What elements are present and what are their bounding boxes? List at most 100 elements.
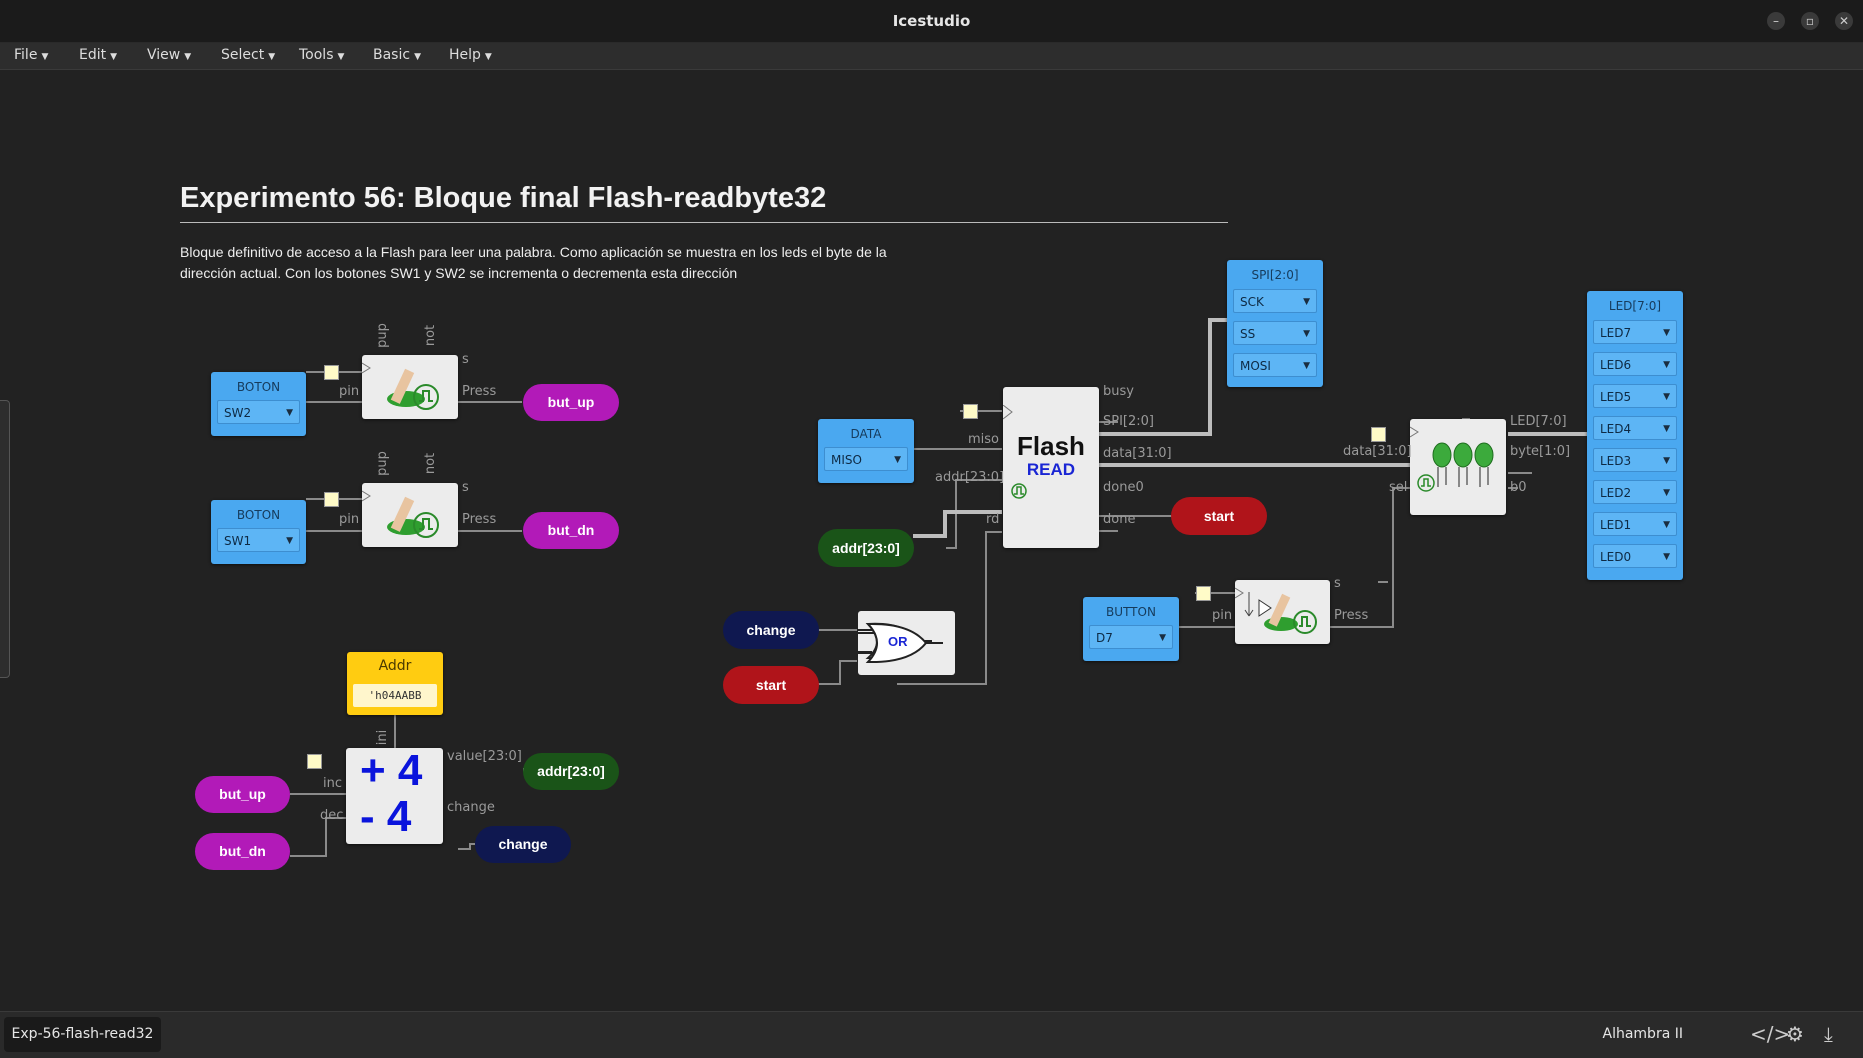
or-gate-block[interactable]: OR [858,611,955,675]
pin-select[interactable]: D7▼ [1089,625,1173,649]
or-label: OR [888,634,908,649]
code-icon[interactable]: </> [1750,1022,1791,1046]
decrement-label: - 4 [360,792,412,841]
port-press: Press [1334,608,1369,623]
block-title: SPI[2:0] [1251,268,1299,282]
port-b0: b0 [1510,480,1527,495]
input-addr[interactable]: addr[23:0] [818,529,914,567]
port-pin: pin [339,384,360,399]
gear-icon[interactable]: ⚙ [1786,1022,1804,1046]
port-press: Press [462,384,497,399]
pin-select-led1[interactable]: LED1▼ [1593,512,1677,536]
input-but-dn[interactable]: but_dn [195,833,290,870]
increment-label: + 4 [360,746,423,795]
pin-select-led0[interactable]: LED0▼ [1593,544,1677,568]
block-title: BOTON [236,380,281,394]
input-start[interactable]: start [723,666,819,704]
pin-select[interactable]: MISO▼ [824,447,908,471]
byte-select-block[interactable] [1409,419,1506,515]
block-title: Addr [378,658,412,674]
port-miso: miso [968,432,1000,447]
addr-constant-block[interactable]: Addr 'h04AABB [347,652,443,715]
pin-select[interactable]: SW2▼ [217,400,300,424]
switch-button-icon [361,362,439,410]
pin-select-led5[interactable]: LED5▼ [1593,384,1677,408]
port-done: done [1103,512,1136,527]
spi-output-block[interactable]: SPI[2:0] SCK▼ SS▼ MOSI▼ [1227,260,1323,387]
addr-value-field[interactable]: 'h04AABB [353,684,437,707]
input-change[interactable]: change [723,611,819,649]
clock-input-icon [1371,427,1386,442]
debouncer-block-3[interactable] [1234,580,1330,644]
clock-input-icon [324,365,339,380]
boton-sw2-block[interactable]: BOTON SW2▼ [211,372,306,436]
output-but-dn[interactable]: but_dn [523,512,619,549]
pin-select-led4[interactable]: LED4▼ [1593,416,1677,440]
port-s: s [1334,576,1341,591]
counter-block[interactable]: + 4 - 4 [346,746,443,844]
port-change: change [447,800,495,815]
menu-file[interactable]: File▼ [14,47,49,63]
pin-select-ss[interactable]: SS▼ [1233,321,1317,345]
title-bar: Icestudio – ▫ ✕ [0,0,1863,43]
menu-view[interactable]: View▼ [147,47,192,63]
input-but-up[interactable]: but_up [195,776,290,813]
board-name[interactable]: Alhambra II [1602,1026,1684,1042]
debouncer-block-2[interactable] [361,483,458,547]
port-byte: byte[1:0] [1510,444,1571,459]
button-d7-block[interactable]: BUTTON D7▼ [1083,597,1179,661]
upload-icon[interactable]: ⤓ [1824,1022,1833,1046]
boton-sw1-block[interactable]: BOTON SW1▼ [211,500,306,564]
pin-select-led7[interactable]: LED7▼ [1593,320,1677,344]
leds-icon [1409,426,1494,492]
port-pup: pup [374,323,390,348]
block-title: DATA [850,427,882,441]
close-icon[interactable]: ✕ [1835,12,1853,30]
pin-select-mosi[interactable]: MOSI▼ [1233,353,1317,377]
port-pin: pin [339,512,360,527]
output-start[interactable]: start [1171,497,1267,535]
collapsed-sidebar[interactable] [0,400,10,678]
menu-basic[interactable]: Basic▼ [373,47,421,63]
menu-help[interactable]: Help▼ [449,47,492,63]
page-title: Experimento 56: Bloque final Flash-readb… [180,182,827,214]
block-title: LED[7:0] [1608,299,1662,313]
pin-select-led6[interactable]: LED6▼ [1593,352,1677,376]
port-s: s [462,352,469,367]
port-ini: ini [375,729,391,746]
port-pup: pup [374,451,390,476]
debouncer-block-1[interactable] [361,355,458,419]
pin-select-sck[interactable]: SCK▼ [1233,289,1317,313]
port-pin: pin [1212,608,1233,623]
menu-bar: File▼ Edit▼ View▼ Select▼ Tools▼ Basic▼ … [0,43,1863,70]
output-but-up[interactable]: but_up [523,384,619,421]
file-tab[interactable]: Exp-56-flash-read32 [4,1017,161,1052]
port-not: not [423,452,439,475]
output-addr[interactable]: addr[23:0] [523,753,619,790]
port-dec: dec [320,808,344,823]
port-addr: addr[23:0] [935,470,1005,485]
output-change[interactable]: change [475,826,571,863]
status-bar: Exp-56-flash-read32 Alhambra II </> ⚙ ⤓ [0,1011,1863,1058]
switch-button-icon [1234,587,1317,634]
menu-select[interactable]: Select▼ [221,47,276,63]
flash-read-block[interactable]: Flash READ [1003,387,1099,548]
menu-tools[interactable]: Tools▼ [299,47,345,63]
port-spi: SPI[2:0] [1103,414,1154,429]
port-press: Press [462,512,497,527]
port-sel: sel [1389,480,1408,495]
port-value: value[23:0] [447,749,522,764]
block-title: BUTTON [1106,605,1156,619]
data-miso-block[interactable]: DATA MISO▼ [818,419,914,483]
port-done0: done0 [1103,480,1144,495]
maximize-icon[interactable]: ▫ [1801,12,1819,30]
menu-edit[interactable]: Edit▼ [79,47,118,63]
design-canvas[interactable]: Experimento 56: Bloque final Flash-readb… [0,70,1863,1010]
pin-select[interactable]: SW1▼ [217,528,300,552]
led-output-block[interactable]: LED[7:0] LED7▼ LED6▼ LED5▼ LED4▼ LED3▼ L… [1587,291,1683,580]
clock-input-icon [963,404,978,419]
pin-select-led3[interactable]: LED3▼ [1593,448,1677,472]
port-led: LED[7:0] [1510,414,1567,429]
pin-select-led2[interactable]: LED2▼ [1593,480,1677,504]
minimize-icon[interactable]: – [1767,12,1785,30]
